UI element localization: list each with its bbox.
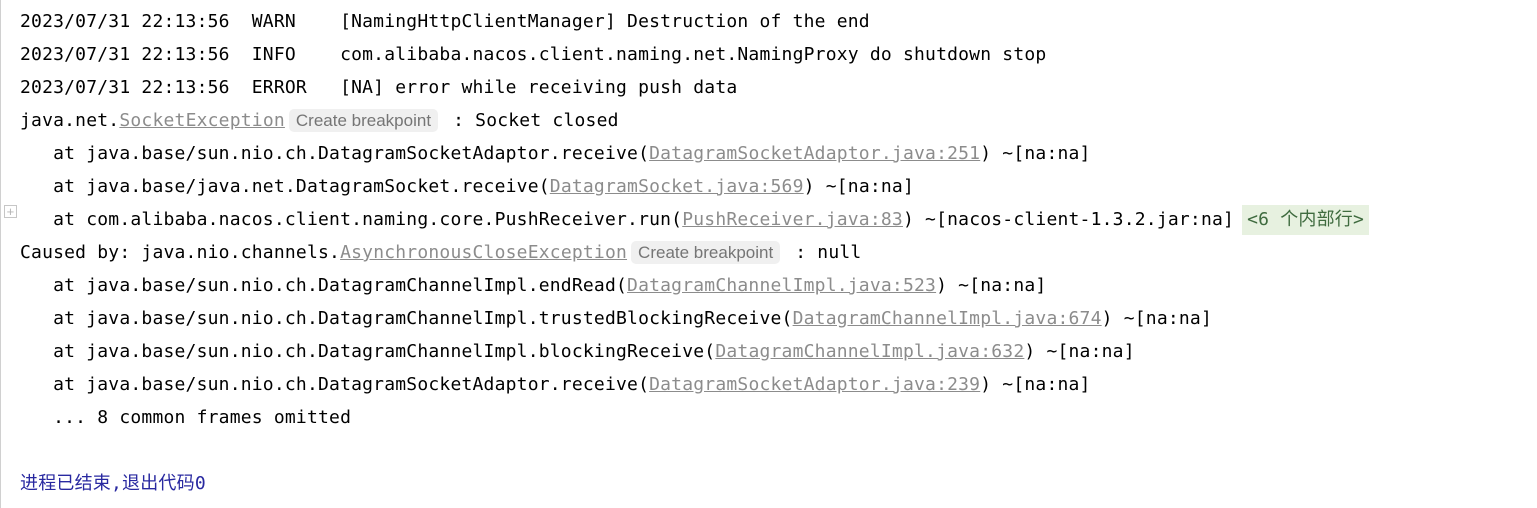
stack-trace-link[interactable]: DatagramSocketAdaptor.java:239 (649, 374, 981, 395)
stack-trace-link[interactable]: DatagramSocketAdaptor.java:251 (649, 143, 981, 164)
log-line: at java.base/sun.nio.ch.DatagramSocketAd… (1, 137, 1537, 170)
log-text: 2023/07/31 22:13:56 WARN [NamingHttpClie… (20, 11, 870, 32)
log-text: at com.alibaba.nacos.client.naming.core.… (20, 209, 683, 230)
create-breakpoint-button[interactable]: Create breakpoint (631, 241, 781, 264)
log-text: ) ~[na:na] (1024, 341, 1135, 362)
process-exit-message: 进程已结束,退出代码0 (20, 473, 206, 494)
log-text: at java.base/sun.nio.ch.DatagramSocketAd… (20, 374, 650, 395)
log-text: at java.base/sun.nio.ch.DatagramChannelI… (20, 275, 628, 296)
log-line: at com.alibaba.nacos.client.naming.core.… (1, 203, 1537, 236)
folded-lines-marker[interactable]: <6 个内部行> (1242, 205, 1370, 235)
log-text: at java.base/sun.nio.ch.DatagramSocketAd… (20, 143, 650, 164)
stack-trace-link[interactable]: DatagramSocket.java:569 (549, 176, 804, 197)
log-text: ) ~[nacos-client-1.3.2.jar:na] (902, 209, 1235, 230)
stack-trace-link[interactable]: PushReceiver.java:83 (682, 209, 903, 230)
log-text: 2023/07/31 22:13:56 INFO com.alibaba.nac… (20, 44, 1047, 65)
log-line: ... 8 common frames omitted (1, 401, 1537, 434)
log-line: at java.base/sun.nio.ch.DatagramChannelI… (1, 335, 1537, 368)
log-text: 2023/07/31 22:13:56 ERROR [NA] error whi… (20, 77, 738, 98)
log-text: ) ~[na:na] (1101, 308, 1213, 329)
log-text: : null (784, 242, 862, 263)
log-line: at java.base/sun.nio.ch.DatagramChannelI… (1, 269, 1537, 302)
log-line: 2023/07/31 22:13:56 INFO com.alibaba.nac… (1, 38, 1537, 71)
log-text: ) ~[na:na] (936, 275, 1047, 296)
log-text: Caused by: java.nio.channels. (20, 242, 341, 263)
log-text: ) ~[na:na] (980, 143, 1091, 164)
stack-trace-link[interactable]: DatagramChannelImpl.java:632 (715, 341, 1025, 362)
log-line: 2023/07/31 22:13:56 WARN [NamingHttpClie… (1, 5, 1537, 38)
log-text: ) ~[na:na] (803, 176, 915, 197)
log-text: at java.base/java.net.DatagramSocket.rec… (20, 176, 550, 197)
log-line: at java.base/java.net.DatagramSocket.rec… (1, 170, 1537, 203)
log-text: ... 8 common frames omitted (20, 407, 352, 428)
stack-trace-link[interactable]: DatagramChannelImpl.java:674 (792, 308, 1102, 329)
expand-fold-icon[interactable]: + (4, 205, 17, 218)
log-line: 2023/07/31 22:13:56 ERROR [NA] error whi… (1, 71, 1537, 104)
log-line: Caused by: java.nio.channels.Asynchronou… (1, 236, 1537, 269)
log-line: 进程已结束,退出代码0 (1, 467, 1537, 500)
log-line (1, 434, 1537, 467)
console-log-lines: 2023/07/31 22:13:56 WARN [NamingHttpClie… (1, 5, 1537, 500)
create-breakpoint-button[interactable]: Create breakpoint (288, 109, 439, 132)
log-line: at java.base/sun.nio.ch.DatagramChannelI… (1, 302, 1537, 335)
log-text: : Socket closed (442, 110, 619, 131)
stack-trace-link[interactable]: SocketException (119, 110, 285, 131)
stack-trace-link[interactable]: DatagramChannelImpl.java:523 (627, 275, 937, 296)
log-text: ) ~[na:na] (980, 374, 1091, 395)
log-text: java.net. (20, 110, 120, 131)
log-text: at java.base/sun.nio.ch.DatagramChannelI… (20, 308, 793, 329)
log-text: at java.base/sun.nio.ch.DatagramChannelI… (20, 341, 716, 362)
stack-trace-link[interactable]: AsynchronousCloseException (340, 242, 628, 263)
log-line: at java.base/sun.nio.ch.DatagramSocketAd… (1, 368, 1537, 401)
